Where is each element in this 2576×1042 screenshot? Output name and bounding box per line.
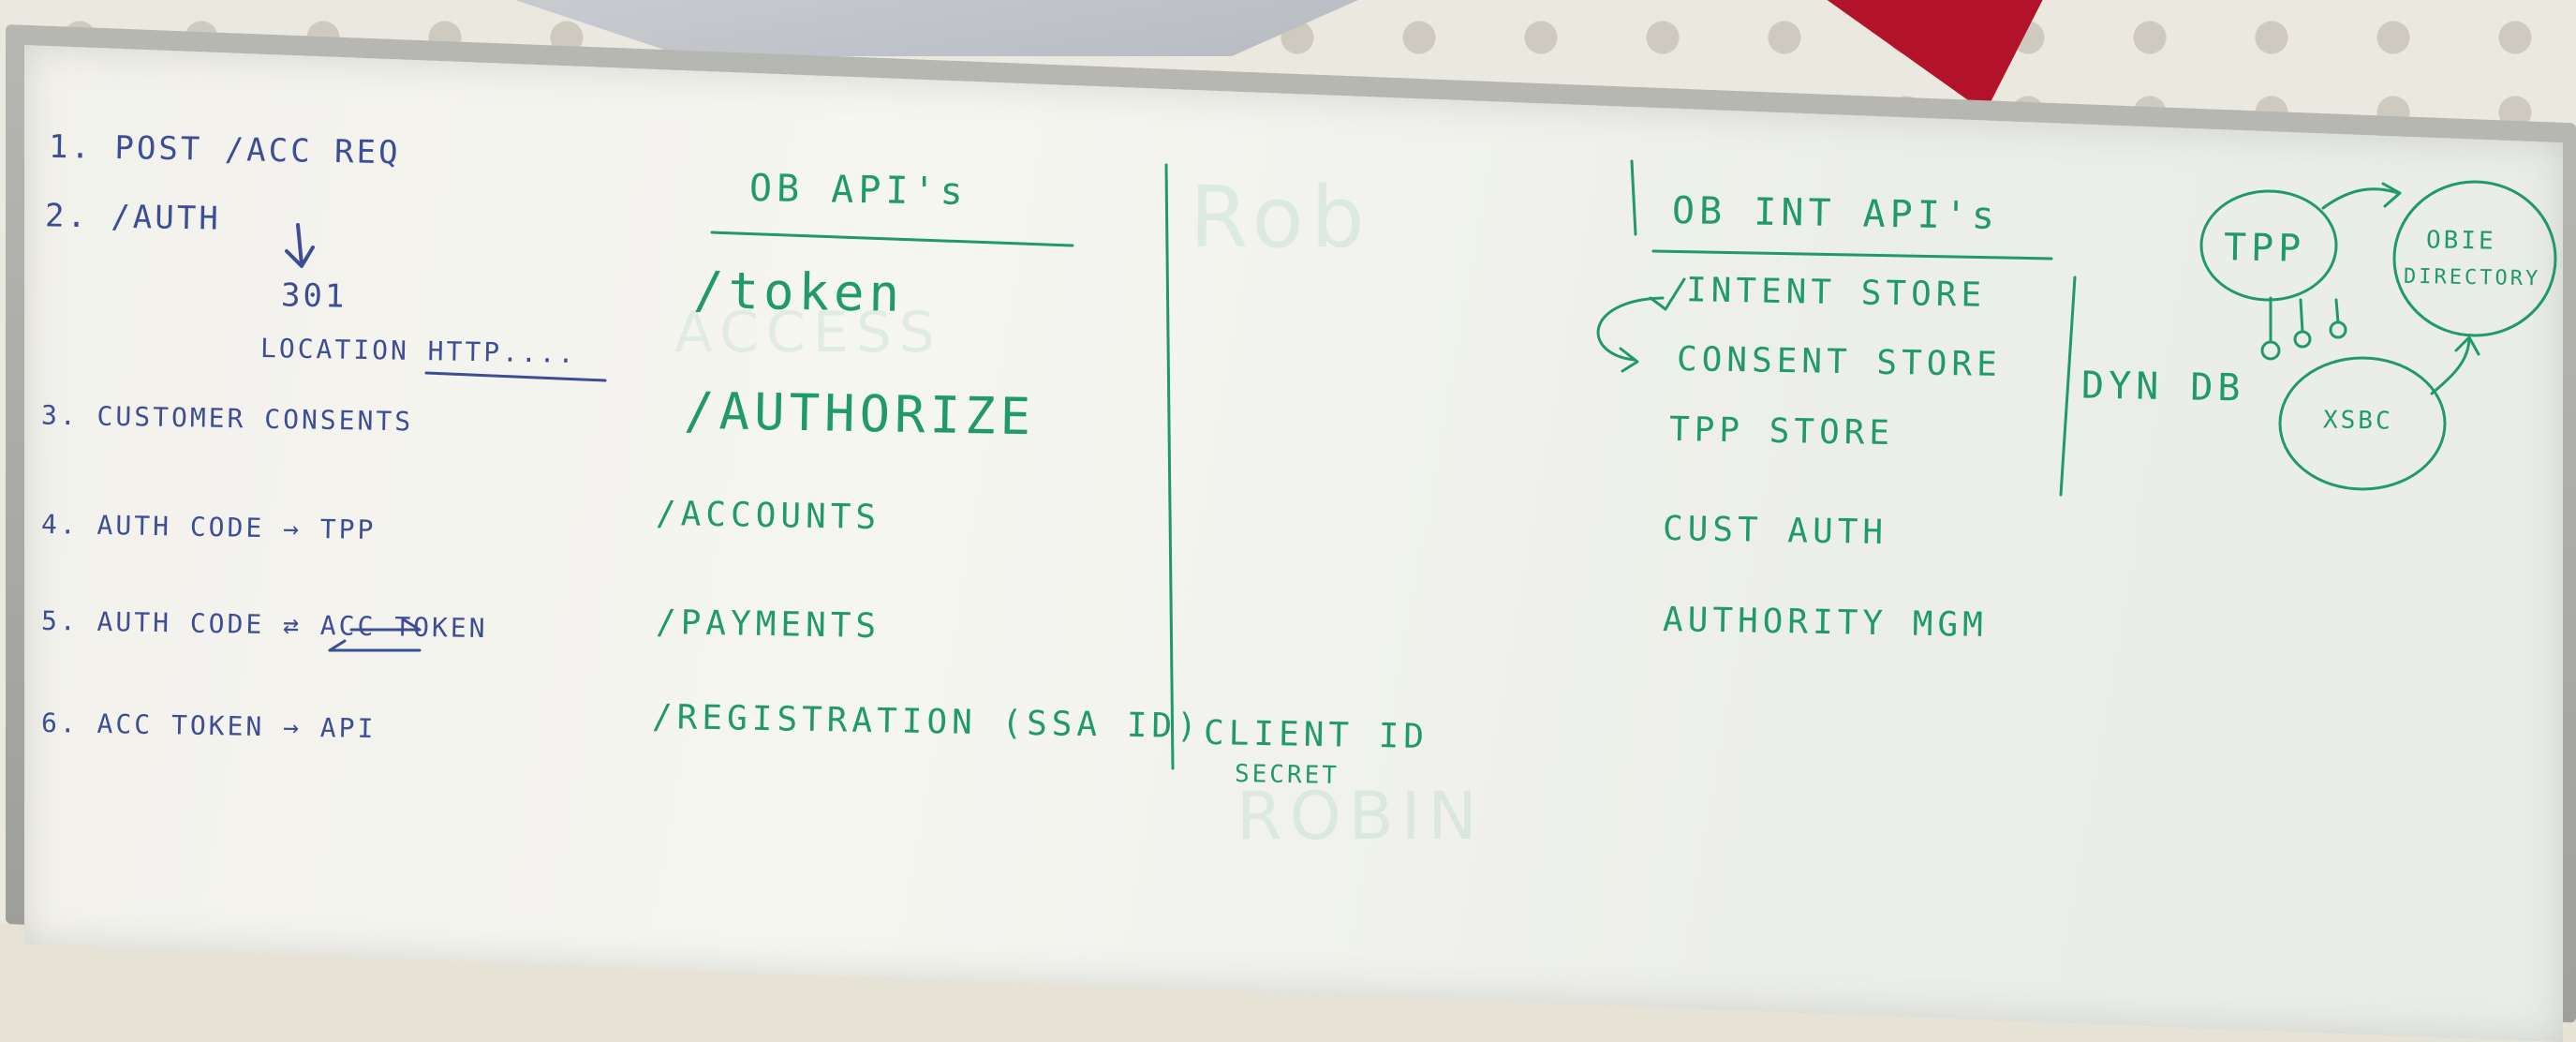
xsbc-node-circle <box>2278 356 2447 491</box>
ob-apis-underline <box>710 231 1074 247</box>
column-divider <box>1164 163 1175 770</box>
ghost-text: Rob <box>1190 169 1372 267</box>
key-icon <box>2260 340 2281 361</box>
key-icon <box>2293 330 2312 349</box>
check-mark-icon <box>1649 277 1686 311</box>
curved-arrow-icon <box>1596 296 1665 373</box>
left-arrow-icon <box>328 639 422 652</box>
marker-strokes <box>285 159 2557 770</box>
down-arrow-icon <box>285 223 315 268</box>
arrow-tpp-obie <box>2321 182 2402 210</box>
key-icon <box>2329 320 2347 339</box>
arrow-xsbc-obie <box>2430 335 2480 395</box>
location-underline <box>424 371 607 382</box>
ghost-text: ACCESS <box>674 300 942 365</box>
int-left-divider <box>1630 159 1637 236</box>
stores-bracket <box>2059 275 2077 497</box>
ob-int-underline <box>1651 249 2053 260</box>
key-icon <box>2299 298 2304 334</box>
right-arrow-icon <box>349 618 422 632</box>
ceiling-wedge <box>515 0 1358 56</box>
obie-node-circle <box>2392 180 2557 337</box>
key-icon <box>2334 298 2340 324</box>
tpp-node-circle <box>2199 189 2338 302</box>
ghost-text: ROBIN <box>1236 778 1485 855</box>
